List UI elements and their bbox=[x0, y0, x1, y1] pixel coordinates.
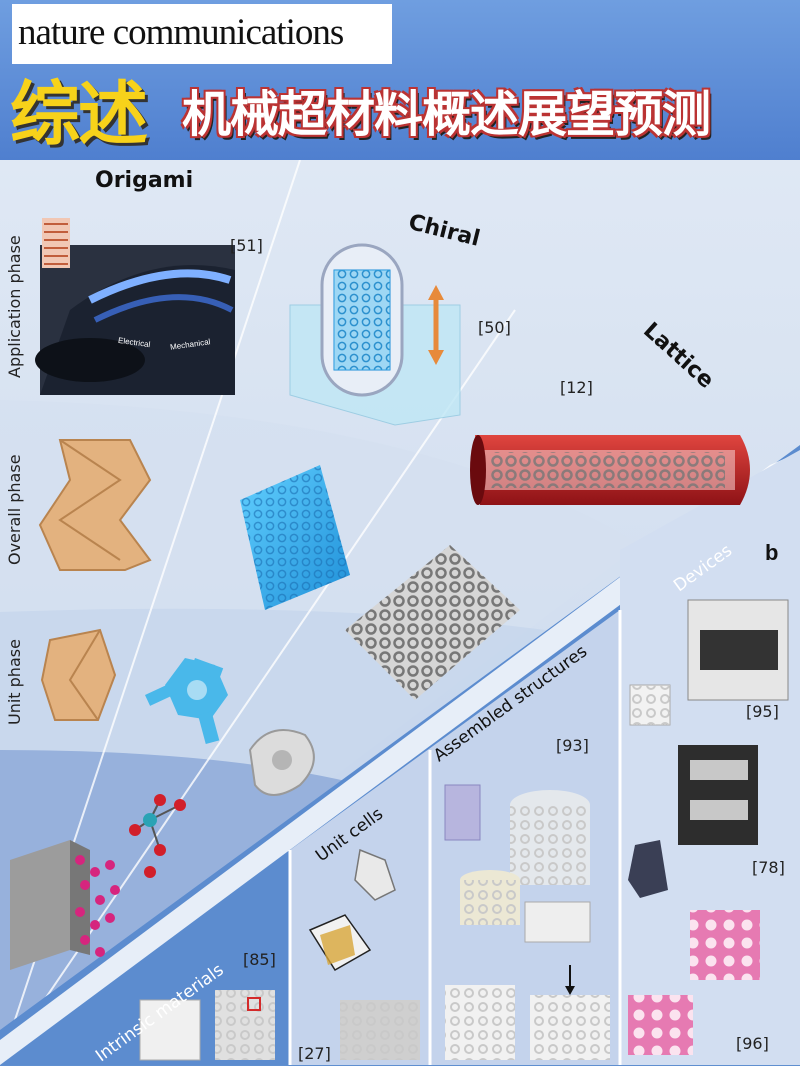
ref-origami-application: [51] bbox=[230, 236, 263, 255]
ref-devices-top: [95] bbox=[746, 702, 779, 721]
chiral-unit-image bbox=[145, 658, 228, 744]
assembled-structure-images bbox=[444, 784, 610, 1060]
origami-application-image bbox=[35, 218, 235, 395]
ref-intrinsic: [85] bbox=[243, 950, 276, 969]
intrinsic-material-image bbox=[10, 794, 186, 970]
phase-overall-label: Overall phase bbox=[5, 454, 24, 565]
device-images bbox=[628, 599, 789, 1055]
headline: 机械超材料概述展望预测 bbox=[182, 86, 711, 143]
ref-devices-bottom: [96] bbox=[736, 1034, 769, 1053]
lattice-application-image bbox=[470, 435, 750, 505]
origami-unit-image bbox=[40, 628, 117, 721]
chiral-overall-image bbox=[240, 465, 350, 610]
header-banner: nature communications 综述 机械超材料概述展望预测 bbox=[0, 0, 800, 160]
lattice-unit-image bbox=[248, 729, 315, 796]
category-origami: Origami bbox=[95, 168, 194, 193]
ref-chiral-application: [50] bbox=[478, 318, 511, 337]
origami-overall-image bbox=[38, 439, 152, 571]
figure-background bbox=[0, 160, 800, 1065]
phase-application-label: Application phase bbox=[5, 235, 24, 378]
journal-title: nature communications bbox=[12, 4, 392, 64]
phase-unit-label: Unit phase bbox=[5, 639, 24, 725]
ref-devices-mid: [78] bbox=[752, 858, 785, 877]
review-tag: 综述 bbox=[10, 73, 148, 155]
ref-unit-cells: [27] bbox=[298, 1044, 331, 1063]
lattice-overall-image bbox=[345, 545, 520, 700]
chiral-application-image bbox=[289, 243, 461, 426]
review-figure: Origami Chiral Lattice Application phase… bbox=[0, 160, 800, 1066]
unit-cell-images bbox=[139, 848, 420, 1061]
ref-lattice-application: [12] bbox=[560, 378, 593, 397]
ref-assembled: [93] bbox=[556, 736, 589, 755]
panel-label-b: b bbox=[765, 540, 779, 565]
